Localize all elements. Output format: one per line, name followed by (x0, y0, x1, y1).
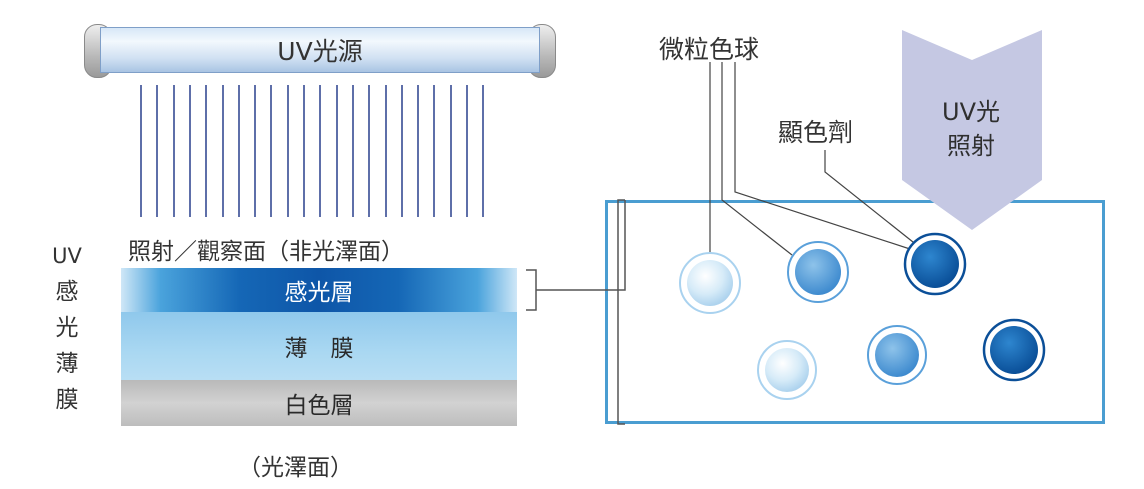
microsphere-dark (903, 232, 967, 296)
uv-ray (303, 85, 305, 217)
side-label-char: UV (52, 244, 82, 268)
top-surface-label: 照射／觀察面（非光澤面） (128, 239, 404, 265)
uv-ray (140, 85, 142, 217)
microsphere-light (679, 252, 741, 314)
uv-irradiation-text: UV光 照射 (902, 95, 1040, 163)
uv-ray (254, 85, 257, 217)
uv-ray (188, 85, 191, 217)
zoom-bracket (526, 200, 626, 311)
uv-arrow-line2: 照射 (947, 132, 995, 160)
film-layer: 薄 膜 (121, 312, 517, 380)
leader-line-2 (721, 62, 793, 256)
uv-ray (156, 85, 159, 217)
bottom-surface-label: （光澤面） (238, 455, 353, 481)
photosensitive-layer-label: 感光層 (284, 280, 354, 306)
side-label-char: 感 (55, 279, 79, 305)
photosensitive-layer: 感光層 (121, 268, 517, 312)
film-layer-label: 薄 膜 (284, 336, 354, 362)
developer-leader-line (824, 150, 919, 247)
microsphere-light (757, 340, 817, 400)
uv-ray (319, 85, 322, 217)
uv-ray (384, 85, 387, 217)
uv-ray (172, 85, 175, 217)
uv-ray (221, 85, 224, 217)
microsphere-medium (787, 241, 849, 303)
uv-ray (335, 85, 338, 217)
side-label-char: 薄 (55, 351, 79, 377)
uv-rays (140, 85, 500, 225)
microsphere-medium (867, 325, 927, 385)
uv-ray (237, 85, 240, 217)
uv-ray (205, 85, 208, 217)
uv-ray (433, 85, 436, 217)
uv-ray (449, 85, 452, 217)
uv-ray (482, 85, 485, 217)
uv-arrow-line1: UV光 (942, 98, 1000, 126)
uv-photosensitive-film-label: UV 感 光 薄 膜 (50, 238, 84, 418)
uv-lamp-label: UV光源 (277, 37, 363, 66)
uv-ray (270, 85, 273, 217)
panel-left-bracket (617, 199, 625, 425)
uv-ray (400, 85, 403, 217)
uv-ray (368, 85, 371, 217)
magnified-view-panel (605, 200, 1105, 424)
white-layer-label: 白色層 (284, 393, 354, 419)
side-label-char: 光 (55, 315, 79, 341)
uv-ray (351, 85, 354, 217)
uv-ray (466, 85, 468, 217)
developer-label: 顯色劑 (778, 118, 854, 147)
uv-lamp: UV光源 (100, 27, 540, 73)
microsphere-dark (982, 318, 1046, 382)
side-label-char: 膜 (55, 387, 79, 413)
microsphere-label: 微粒色球 (659, 35, 760, 64)
leader-line-3 (734, 62, 914, 251)
uv-irradiation-arrow (902, 30, 1042, 230)
white-layer: 白色層 (121, 380, 517, 426)
uv-ray (417, 85, 420, 217)
uv-ray (286, 85, 289, 217)
